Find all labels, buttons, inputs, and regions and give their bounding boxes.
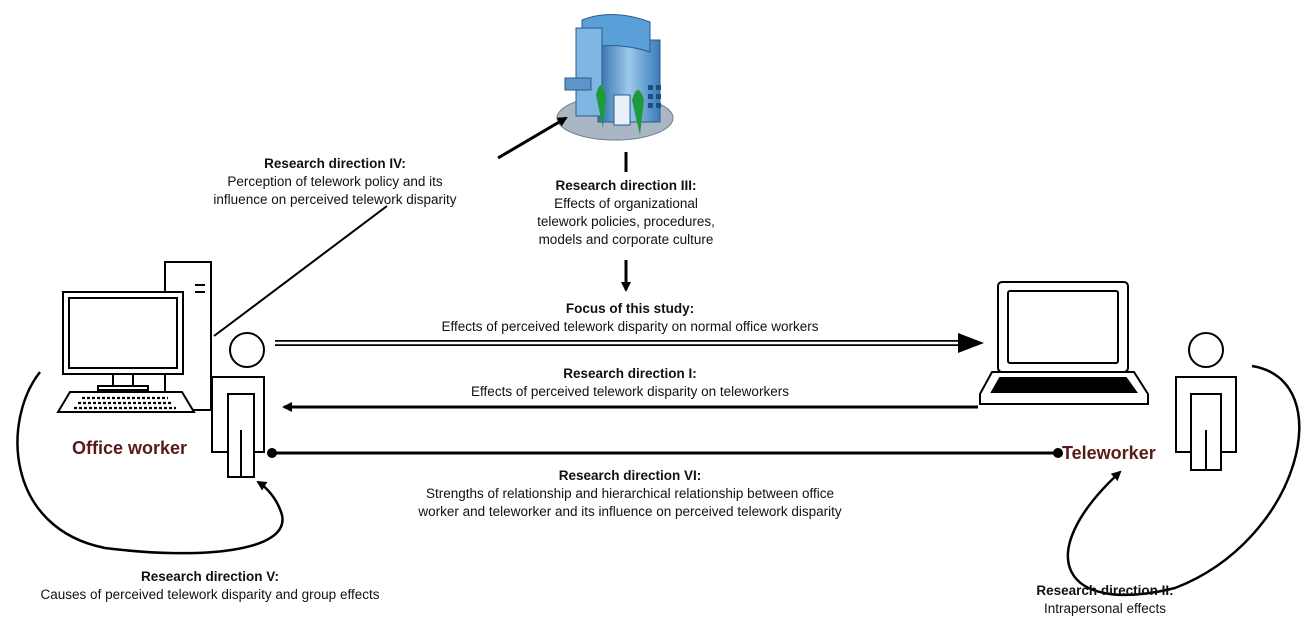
- laptop-icon: [979, 281, 1149, 405]
- label-direction-v: Research direction V: Causes of perceive…: [0, 568, 420, 604]
- label-direction-vi-line1: Strengths of relationship and hierarchic…: [426, 486, 834, 501]
- label-direction-i-heading: Research direction I:: [563, 366, 697, 381]
- label-direction-iv-line1: Perception of telework policy and its: [227, 174, 443, 189]
- label-direction-iv: Research direction IV: Perception of tel…: [205, 155, 465, 209]
- label-direction-vi-heading: Research direction VI:: [558, 468, 702, 483]
- label-direction-iii-line2: telework policies, procedures,: [537, 214, 715, 229]
- label-direction-ii-line1: Intrapersonal effects: [1043, 601, 1167, 616]
- arrow-direction-iv: [213, 205, 388, 337]
- role-teleworker: Teleworker: [1062, 443, 1156, 463]
- label-direction-vi-line2: worker and teleworker and its influence …: [418, 504, 842, 519]
- role-office-worker: Office worker: [72, 438, 188, 458]
- label-direction-i-line1: Effects of perceived telework disparity …: [471, 384, 789, 399]
- label-focus-study: Focus of this study: Effects of perceive…: [340, 300, 920, 336]
- label-direction-ii-heading: Research direction II:: [1036, 583, 1174, 598]
- connectors: [16, 116, 1301, 597]
- label-direction-iii-heading: Research direction III:: [555, 178, 697, 193]
- label-direction-iii-line3: models and corporate culture: [538, 232, 714, 247]
- loop-direction-v: [16, 371, 284, 555]
- label-direction-vi: Research direction VI: Strengths of rela…: [330, 467, 930, 521]
- teleworker-person-icon: [1175, 332, 1237, 471]
- building-icon: [556, 13, 674, 141]
- desktop-computer-icon: [56, 261, 212, 413]
- label-focus-heading: Focus of this study:: [565, 301, 695, 316]
- label-direction-i: Research direction I: Effects of perceiv…: [380, 365, 880, 401]
- label-direction-v-heading: Research direction V:: [140, 569, 280, 584]
- label-direction-iii-line1: Effects of organizational: [554, 196, 698, 211]
- label-direction-iv-line2: influence on perceived telework disparit…: [213, 192, 457, 207]
- label-direction-v-line1: Causes of perceived telework disparity a…: [40, 587, 380, 602]
- label-focus-line1: Effects of perceived telework disparity …: [441, 319, 819, 334]
- label-direction-iii: Research direction III: Effects of organ…: [506, 177, 746, 249]
- office-worker-person-icon: [211, 332, 265, 478]
- label-direction-iv-heading: Research direction IV:: [264, 156, 406, 171]
- loop-direction-ii: [1066, 364, 1301, 597]
- label-direction-ii: Research direction II: Intrapersonal eff…: [1005, 582, 1205, 618]
